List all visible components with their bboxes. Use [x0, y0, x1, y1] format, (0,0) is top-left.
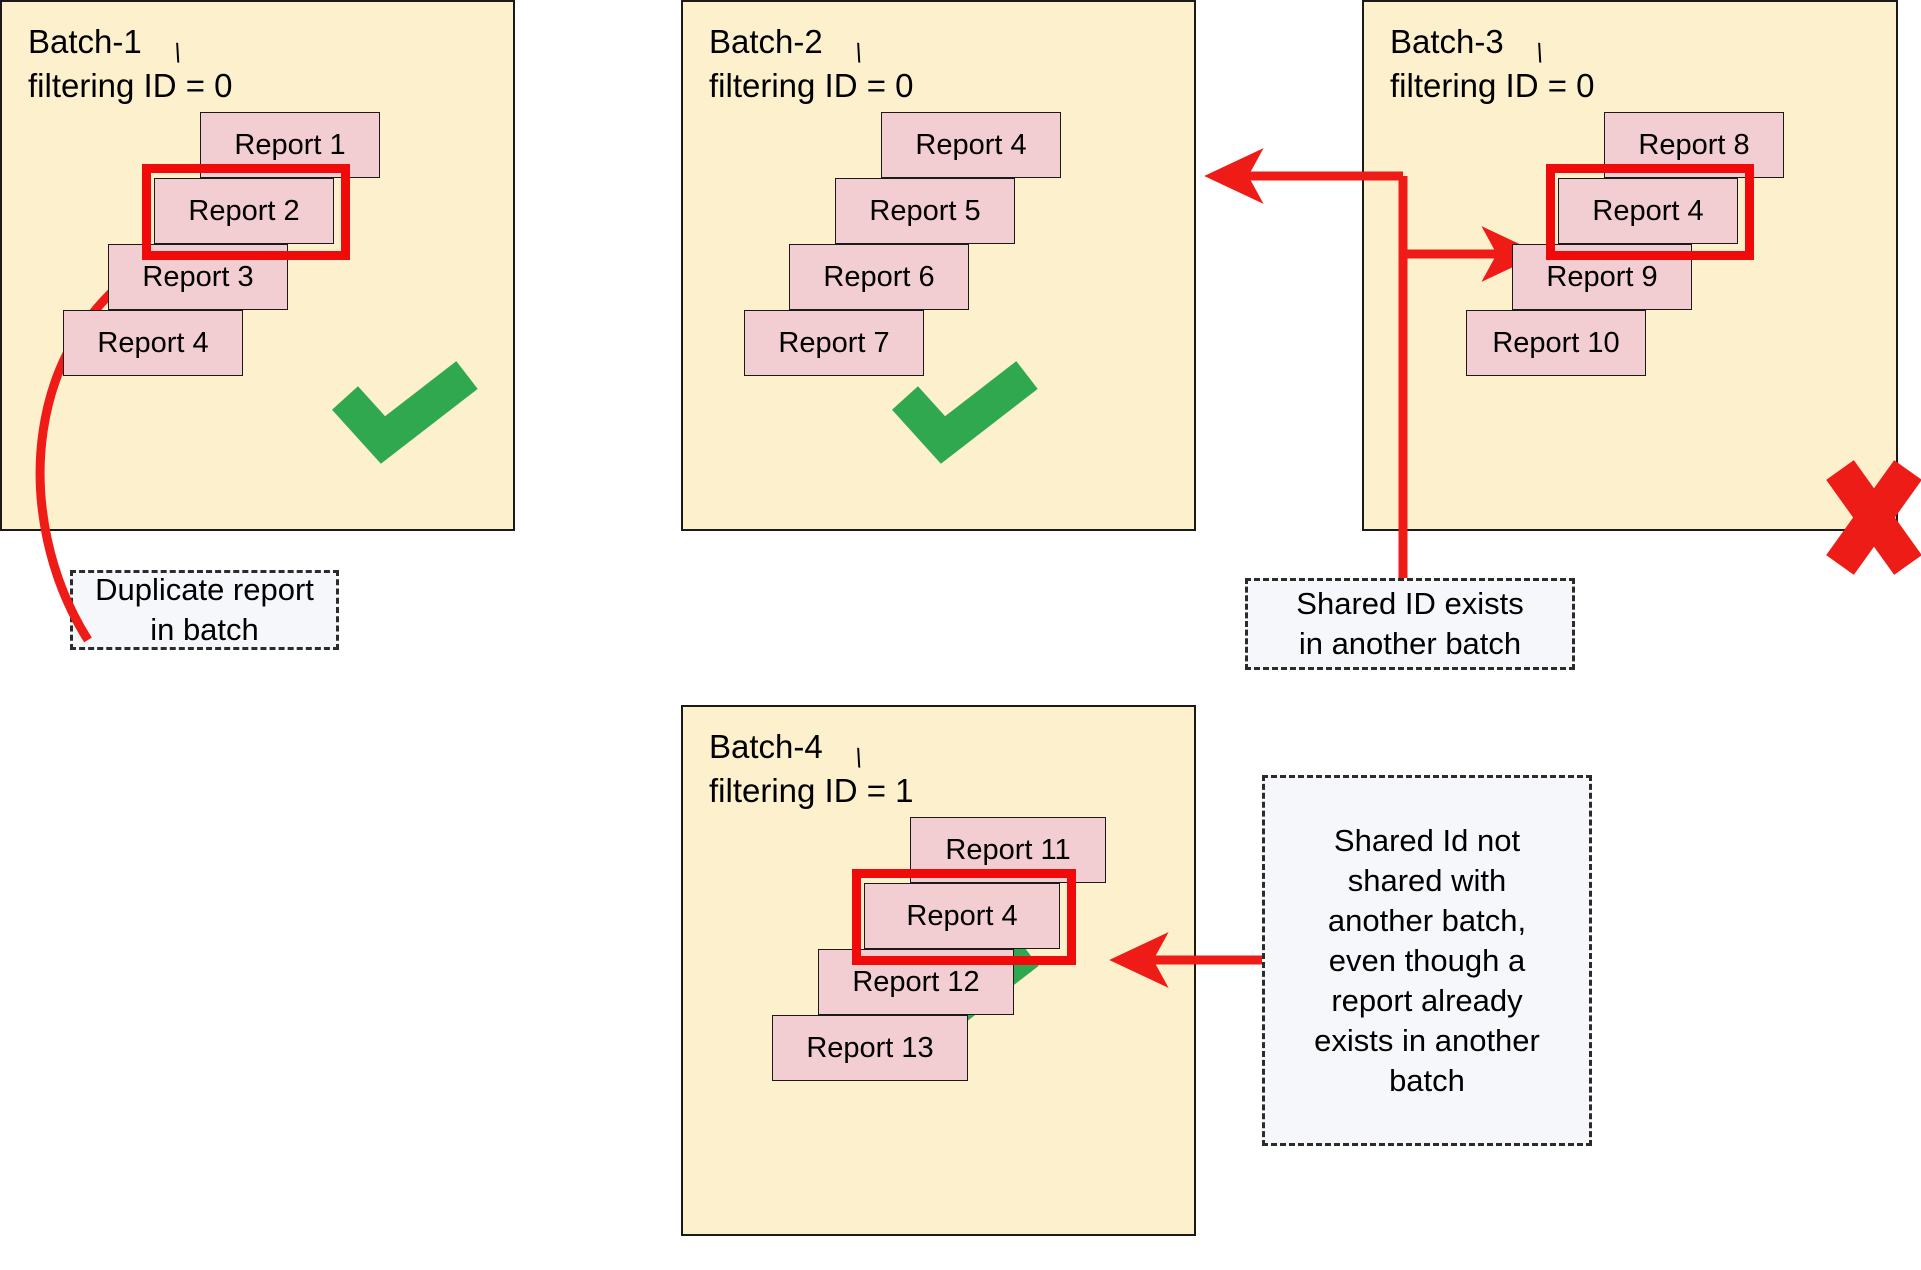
report-label: Report 4 [97, 326, 209, 359]
report-label: Report 3 [142, 260, 254, 293]
report-label: Report 4 [915, 128, 1027, 161]
report-label: Report 6 [823, 260, 935, 293]
batch-1-title: Batch-1 filtering ID = 0 [28, 20, 233, 108]
callout-shared-id-exists-text: Shared ID exists in another batch [1296, 586, 1524, 661]
report-label: Report 13 [806, 1031, 934, 1064]
batch-1-report-1: Report 2 [154, 178, 334, 244]
report-label: Report 4 [906, 899, 1018, 932]
batch-2-report-2: Report 6 [789, 244, 969, 310]
batch-2-name: Batch-2 [709, 23, 823, 60]
batch-2-title: Batch-2 filtering ID = 0 [709, 20, 914, 108]
report-label: Report 1 [234, 128, 346, 161]
batch-3-report-2: Report 9 [1512, 244, 1692, 310]
batch-3-report-3: Report 10 [1466, 310, 1646, 376]
report-label: Report 5 [869, 194, 981, 227]
batch-1-report-0: Report 1 [200, 112, 380, 178]
callout-shared-id-not-shared-text: Shared Id not shared with another batch,… [1314, 822, 1540, 1098]
report-label: Report 2 [188, 194, 300, 227]
callout-shared-id-not-shared: Shared Id not shared with another batch,… [1262, 775, 1592, 1146]
callout-shared-id-exists: Shared ID exists in another batch [1245, 578, 1575, 670]
batch-2-filter-label: filtering ID = 0 [709, 67, 914, 104]
batch-3-title: Batch-3 filtering ID = 0 [1390, 20, 1595, 108]
batch-3-filter-label: filtering ID = 0 [1390, 67, 1595, 104]
batch-2-report-1: Report 5 [835, 178, 1015, 244]
report-label: Report 11 [945, 833, 1071, 866]
batch-4-title: Batch-4 filtering ID = 1 [709, 725, 914, 813]
batch-4-report-0: Report 11 [910, 817, 1106, 883]
batch-4-report-1: Report 4 [864, 883, 1060, 949]
batch-4-name: Batch-4 [709, 728, 823, 765]
batch-2-report-3: Report 7 [744, 310, 924, 376]
batch-3-report-1: Report 4 [1558, 178, 1738, 244]
batch-4-filter-label: filtering ID = 1 [709, 772, 914, 809]
batch-4-report-3: Report 13 [772, 1015, 968, 1081]
batch-1-name: Batch-1 [28, 23, 142, 60]
batch-1-filter-label: filtering ID = 0 [28, 67, 233, 104]
report-label: Report 9 [1546, 260, 1658, 293]
batch-1-report-3: Report 4 [63, 310, 243, 376]
batch-3-report-0: Report 8 [1604, 112, 1784, 178]
callout-duplicate-text: Duplicate report in batch [95, 572, 314, 647]
callout-duplicate-report-in-batch: Duplicate report in batch [70, 570, 339, 650]
batch-3-name: Batch-3 [1390, 23, 1504, 60]
batch-4-report-2: Report 12 [818, 949, 1014, 1015]
batch-2-report-0: Report 4 [881, 112, 1061, 178]
batch-1-report-2: Report 3 [108, 244, 288, 310]
report-label: Report 4 [1592, 194, 1704, 227]
report-label: Report 10 [1492, 326, 1620, 359]
report-label: Report 7 [778, 326, 890, 359]
report-label: Report 12 [852, 965, 980, 998]
report-label: Report 8 [1638, 128, 1750, 161]
